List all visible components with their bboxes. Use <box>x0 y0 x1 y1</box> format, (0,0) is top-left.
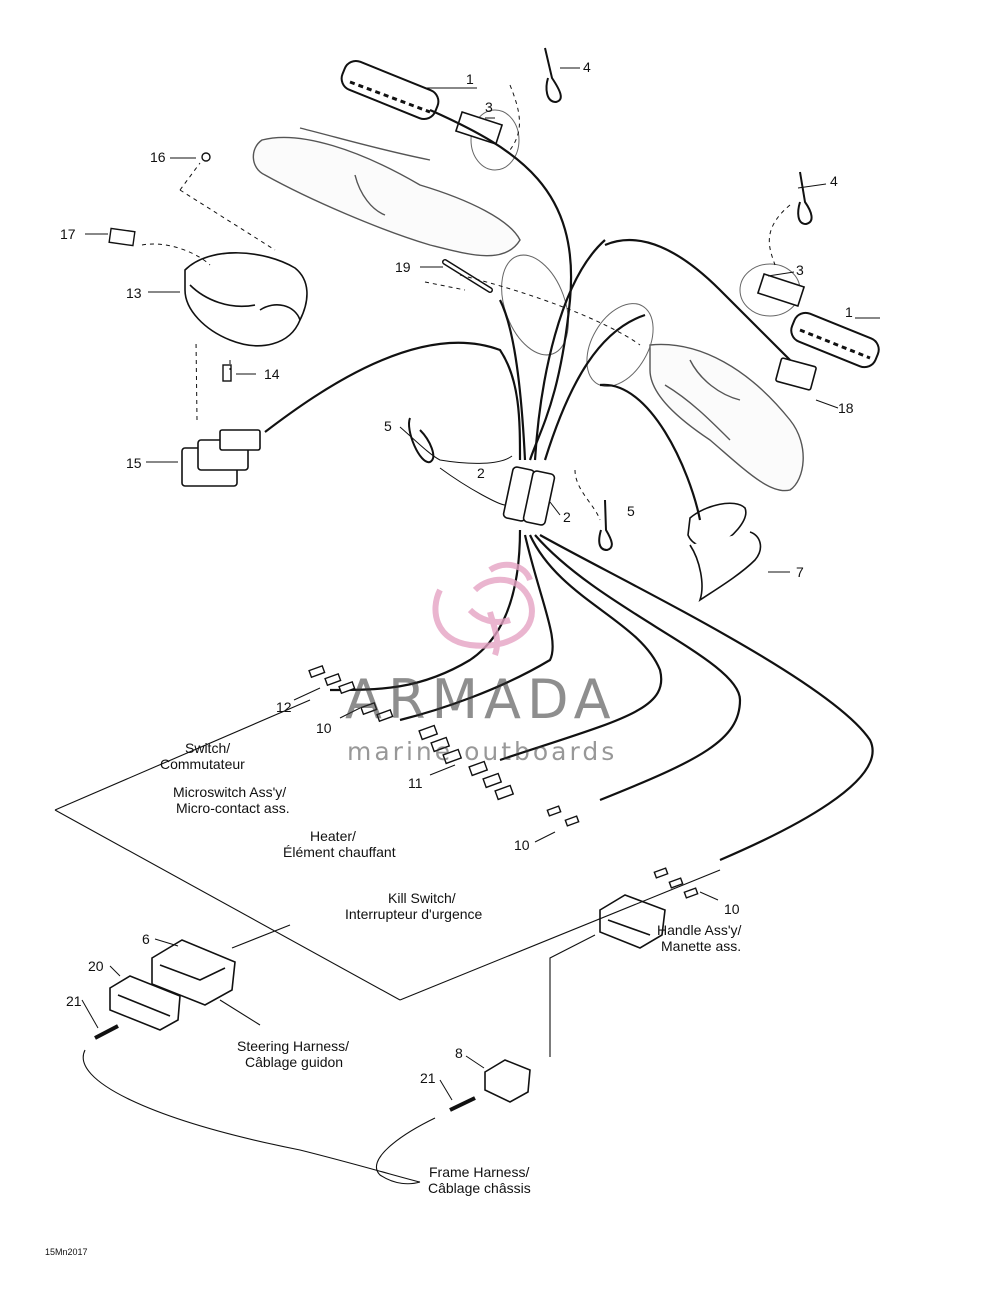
connector-19 <box>442 259 493 293</box>
callout-10-a: 10 <box>316 720 332 736</box>
label-switch-en: Switch/ <box>185 740 230 756</box>
callout-18: 18 <box>838 400 854 416</box>
label-microswitch-fr: Micro-contact ass. <box>176 800 290 816</box>
heating-element-right <box>790 311 880 369</box>
callout-2-lower: 2 <box>563 509 571 525</box>
label-handle-fr: Manette ass. <box>661 938 741 954</box>
callout-3-left: 3 <box>485 99 493 115</box>
label-switch-fr: Commutateur <box>160 756 245 772</box>
handlebar-shaft-outlines <box>470 109 801 387</box>
label-heater-en: Heater/ <box>310 828 356 844</box>
left-handlebar-grip <box>252 127 521 257</box>
label-frame-harness-en: Frame Harness/ <box>429 1164 529 1180</box>
watermark-tagline: marine outboards <box>347 737 617 766</box>
watermark: ARMADA marine outboards <box>345 561 617 766</box>
description-labels: Switch/ Commutateur Microswitch Ass'y/ M… <box>160 740 741 1196</box>
cable-tie-icons <box>408 47 813 552</box>
callout-11: 11 <box>408 775 423 791</box>
callout-2-upper: 2 <box>477 465 485 481</box>
small-screw-16 <box>201 152 211 162</box>
callout-3-right: 3 <box>796 262 804 278</box>
figure-code: 15Mn2017 <box>45 1247 88 1257</box>
callout-19: 19 <box>395 259 411 275</box>
callout-21-right: 21 <box>420 1070 436 1086</box>
callout-14: 14 <box>264 366 280 382</box>
callout-1-right: 1 <box>845 304 853 320</box>
harness-sleeves <box>502 466 556 526</box>
pin-21-left <box>94 1024 119 1040</box>
callout-10-b: 10 <box>514 837 530 853</box>
callout-21-left: 21 <box>66 993 82 1009</box>
decal-17 <box>108 227 136 247</box>
screw-14 <box>222 364 232 382</box>
connector-housing-20 <box>109 975 181 1031</box>
callout-5-right: 5 <box>627 503 635 519</box>
connection-outline <box>54 699 721 1185</box>
handle-plug <box>599 894 666 949</box>
callout-4-right: 4 <box>830 173 838 189</box>
callout-10-c: 10 <box>724 901 740 917</box>
callout-12: 12 <box>276 699 292 715</box>
callout-8: 8 <box>455 1045 463 1061</box>
callout-13: 13 <box>126 285 142 301</box>
microswitch-18 <box>775 357 817 391</box>
pin-21-right <box>449 1096 476 1112</box>
callout-4-left: 4 <box>583 59 591 75</box>
watermark-logo <box>432 561 535 656</box>
callout-7: 7 <box>796 564 804 580</box>
switch-housing <box>184 252 308 347</box>
dashed-hints <box>141 84 791 521</box>
label-handle-en: Handle Ass'y/ <box>657 922 741 938</box>
watermark-brand: ARMADA <box>345 668 617 731</box>
switch-module <box>181 429 261 487</box>
sleeve-right <box>756 272 806 308</box>
callout-17: 17 <box>60 226 76 242</box>
callout-16: 16 <box>150 149 166 165</box>
label-steering-harness-en: Steering Harness/ <box>237 1038 349 1054</box>
callouts: 1 1 2 2 3 3 4 4 5 5 6 7 8 10 10 10 11 12… <box>60 59 854 1086</box>
terminal-connectors <box>308 664 699 899</box>
sleeve-left <box>454 110 504 146</box>
callout-5-left: 5 <box>384 418 392 434</box>
callout-6: 6 <box>142 931 150 947</box>
label-heater-fr: Élément chauffant <box>283 844 396 860</box>
connector-housing-8 <box>484 1059 531 1103</box>
callout-20: 20 <box>88 958 104 974</box>
callout-15: 15 <box>126 455 142 471</box>
throttle-handle <box>687 502 762 602</box>
label-kill-switch-en: Kill Switch/ <box>388 890 456 906</box>
leader-lines <box>81 67 880 1101</box>
label-kill-switch-fr: Interrupteur d'urgence <box>345 906 483 922</box>
callout-1-left: 1 <box>466 71 474 87</box>
label-steering-harness-fr: Câblage guidon <box>245 1054 343 1070</box>
right-handlebar-grip <box>649 343 804 492</box>
label-frame-harness-fr: Câblage châssis <box>428 1180 531 1196</box>
connector-housing-6 <box>151 939 236 1006</box>
label-microswitch-en: Microswitch Ass'y/ <box>173 784 286 800</box>
heating-element-left <box>340 59 440 121</box>
harness-wires <box>264 108 874 862</box>
